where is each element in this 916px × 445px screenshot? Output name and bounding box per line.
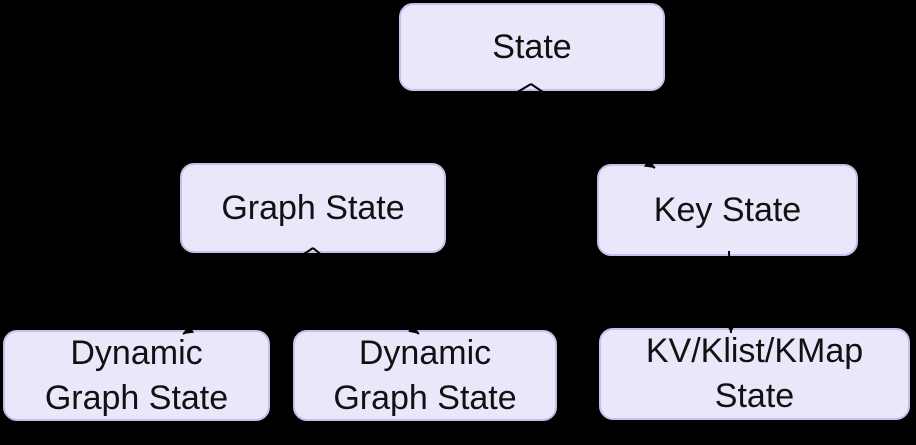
connector-state-to-graph-state <box>399 83 532 163</box>
node-state-label: State <box>492 27 572 66</box>
node-dynamic-graph-state-2-label: Dynamic Graph State <box>333 333 517 417</box>
node-dynamic-graph-state-1: Dynamic Graph State <box>3 330 270 421</box>
node-kv-klist-kmap-state-label: KV/Klist/KMap State <box>645 332 864 415</box>
connector-state-to-key-state <box>530 83 656 169</box>
node-kv-klist-kmap-state: KV/Klist/KMap State <box>599 328 910 420</box>
node-key-state: Key State <box>597 164 858 256</box>
node-graph-state-label: Graph State <box>221 188 405 227</box>
node-dynamic-graph-state-1-label: Dynamic Graph State <box>44 333 229 417</box>
node-key-state-label: Key State <box>653 190 802 229</box>
connector-key-state-to-kv <box>725 250 736 334</box>
connector-graph-state-to-dynamic-2 <box>312 247 420 335</box>
node-graph-state: Graph State <box>180 163 446 253</box>
node-dynamic-graph-state-2: Dynamic Graph State <box>293 330 557 421</box>
connector-graph-state-to-dynamic-1 <box>182 247 314 335</box>
node-state: State <box>399 3 665 91</box>
